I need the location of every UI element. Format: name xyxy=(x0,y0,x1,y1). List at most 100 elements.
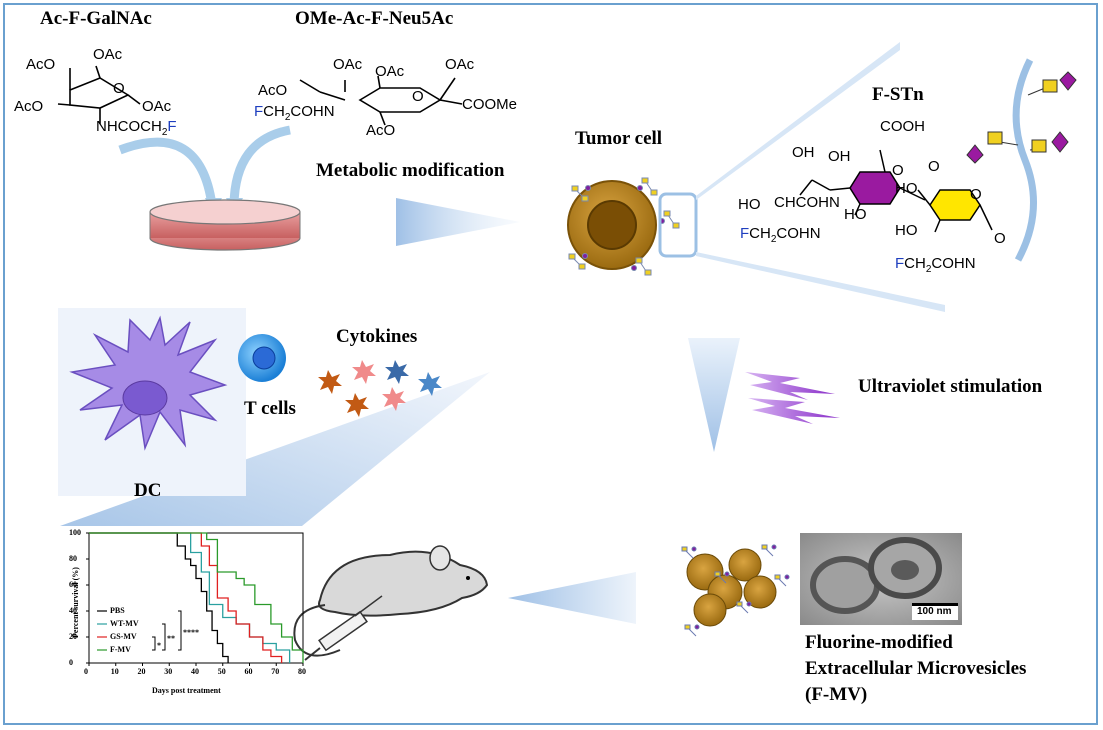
tumor-cell-icon xyxy=(567,180,657,270)
y-tick-label: 20 xyxy=(69,632,77,641)
fstn-ho-1: HO xyxy=(738,196,761,213)
mouse-icon xyxy=(293,545,489,657)
microvesicle-cluster-icon xyxy=(686,548,777,627)
galnac-ring-o: O xyxy=(113,80,125,97)
fmv-label-2: Extracellular Microvesicles xyxy=(805,658,1027,679)
membrane-glycans xyxy=(966,71,1077,164)
galnac-nhcoch2f: NHCOCH2F xyxy=(96,118,177,138)
fstn-fch2cohn-2: FCH2COHN xyxy=(895,255,976,275)
series-pbs xyxy=(89,532,229,663)
y-tick-label: 0 xyxy=(69,658,73,667)
survival-xlabel: Days post treatment xyxy=(152,686,221,695)
metabolic-label: Metabolic modification xyxy=(316,160,505,181)
fstn-ch2cohn-1: CHCOHN xyxy=(774,194,840,211)
sig-star-3: **** xyxy=(183,628,199,637)
neu5ac-fch2cohn: FCH2COHN xyxy=(254,103,335,123)
series-wt-mv xyxy=(89,532,291,663)
arrow-to-mouse xyxy=(508,572,636,624)
neu5ac-aco-bottom: AcO xyxy=(366,122,396,139)
fstn-ring-o-1: O xyxy=(892,162,904,179)
petri-dish-icon xyxy=(149,199,301,251)
y-tick-label: 60 xyxy=(69,580,77,589)
galnac-structure xyxy=(57,65,141,124)
galnac-oac-right: OAc xyxy=(142,98,172,115)
figure-frame xyxy=(3,3,1098,725)
x-tick-label: 60 xyxy=(244,667,253,676)
significance-brackets xyxy=(152,610,182,651)
dc-label: DC xyxy=(134,480,162,501)
series-f-mv xyxy=(89,532,304,663)
fstn-fch2cohn-1: FCH2COHN xyxy=(740,225,821,245)
x-tick-label: 50 xyxy=(217,667,226,676)
legend-gs-mv: GS-MV xyxy=(110,632,137,641)
neu5ac-title: OMe-Ac-F-Neu5Ac xyxy=(295,8,454,29)
survival-legend xyxy=(97,610,107,651)
sig-star-1: * xyxy=(157,641,161,650)
fstn-cooh: COOH xyxy=(880,118,925,135)
cytokines-label: Cytokines xyxy=(336,326,418,347)
mv-glycan-icons xyxy=(681,544,790,637)
survival-axes xyxy=(86,532,304,666)
dendritic-cell-icon xyxy=(69,315,228,451)
fstn-ho-3: HO xyxy=(844,206,867,223)
legend-wt-mv: WT-MV xyxy=(110,619,139,628)
survival-series xyxy=(89,532,304,663)
neu5ac-oac-2: OAc xyxy=(375,63,405,80)
fstn-ring-o-2: O xyxy=(970,186,982,203)
neu5ac-coome: COOMe xyxy=(462,96,518,113)
neu5ac-ring-o: O xyxy=(412,88,424,105)
arrow-galnac-to-dish xyxy=(118,137,217,206)
fstn-oh-2: OH xyxy=(828,148,851,165)
syringe-icon xyxy=(304,595,383,661)
neu5ac-oac-3: OAc xyxy=(445,56,475,73)
x-tick-label: 0 xyxy=(84,667,88,676)
fstn-ho-2: HO xyxy=(895,180,918,197)
neu5ac-structure xyxy=(299,75,463,126)
neu5ac-oac-1: OAc xyxy=(333,56,363,73)
galnac-aco-top: AcO xyxy=(26,56,56,73)
fstn-title: F-STn xyxy=(872,84,924,105)
y-tick-label: 40 xyxy=(69,606,77,615)
arrow-to-tumor-cell xyxy=(396,198,520,246)
fstn-structure xyxy=(799,149,993,233)
sig-star-2: ** xyxy=(167,634,175,643)
x-tick-label: 30 xyxy=(164,667,173,676)
tumor-cell-label: Tumor cell xyxy=(575,128,663,149)
zoom-ray-bottom xyxy=(696,252,945,312)
t-cells-label: T cells xyxy=(244,398,296,419)
fmv-label-3: (F-MV) xyxy=(805,684,868,705)
galnac-title: Ac-F-GalNAc xyxy=(40,8,152,29)
arrow-neu5ac-to-dish xyxy=(229,125,291,206)
uv-bolt-icons xyxy=(745,372,840,424)
survival-ylabel: Percent survival (%) xyxy=(70,567,80,638)
t-cell-icon xyxy=(238,334,286,382)
fstn-o-anomeric: O xyxy=(994,230,1006,247)
legend-pbs: PBS xyxy=(110,606,125,615)
survival-plot xyxy=(86,532,304,666)
y-tick-label: 100 xyxy=(69,528,81,537)
zoom-box xyxy=(658,192,698,258)
membrane xyxy=(1012,58,1037,262)
fmv-label-1: Fluorine-modified xyxy=(805,632,953,653)
legend-f-mv: F-MV xyxy=(110,645,131,654)
x-tick-label: 80 xyxy=(298,667,306,676)
arrow-down-uv xyxy=(688,338,740,452)
uv-label: Ultraviolet stimulation xyxy=(858,376,1043,397)
glycan-icons xyxy=(568,177,680,276)
y-tick-label: 80 xyxy=(69,554,77,563)
fstn-ho-4: HO xyxy=(895,222,918,239)
em-micrograph xyxy=(800,533,962,625)
x-tick-label: 70 xyxy=(271,667,280,676)
cytokine-icons xyxy=(318,360,442,417)
zoom-ray-top xyxy=(696,42,900,200)
x-tick-label: 40 xyxy=(191,667,199,676)
series-gs-mv xyxy=(89,532,283,663)
galnac-aco-left: AcO xyxy=(14,98,44,115)
fstn-oh-1: OH xyxy=(792,144,815,161)
neu5ac-aco: AcO xyxy=(258,82,288,99)
x-tick-label: 20 xyxy=(137,667,146,676)
scale-bar-label: 100 nm xyxy=(917,606,952,617)
galnac-oac-top: OAc xyxy=(93,46,123,63)
x-tick-label: 10 xyxy=(110,667,119,676)
